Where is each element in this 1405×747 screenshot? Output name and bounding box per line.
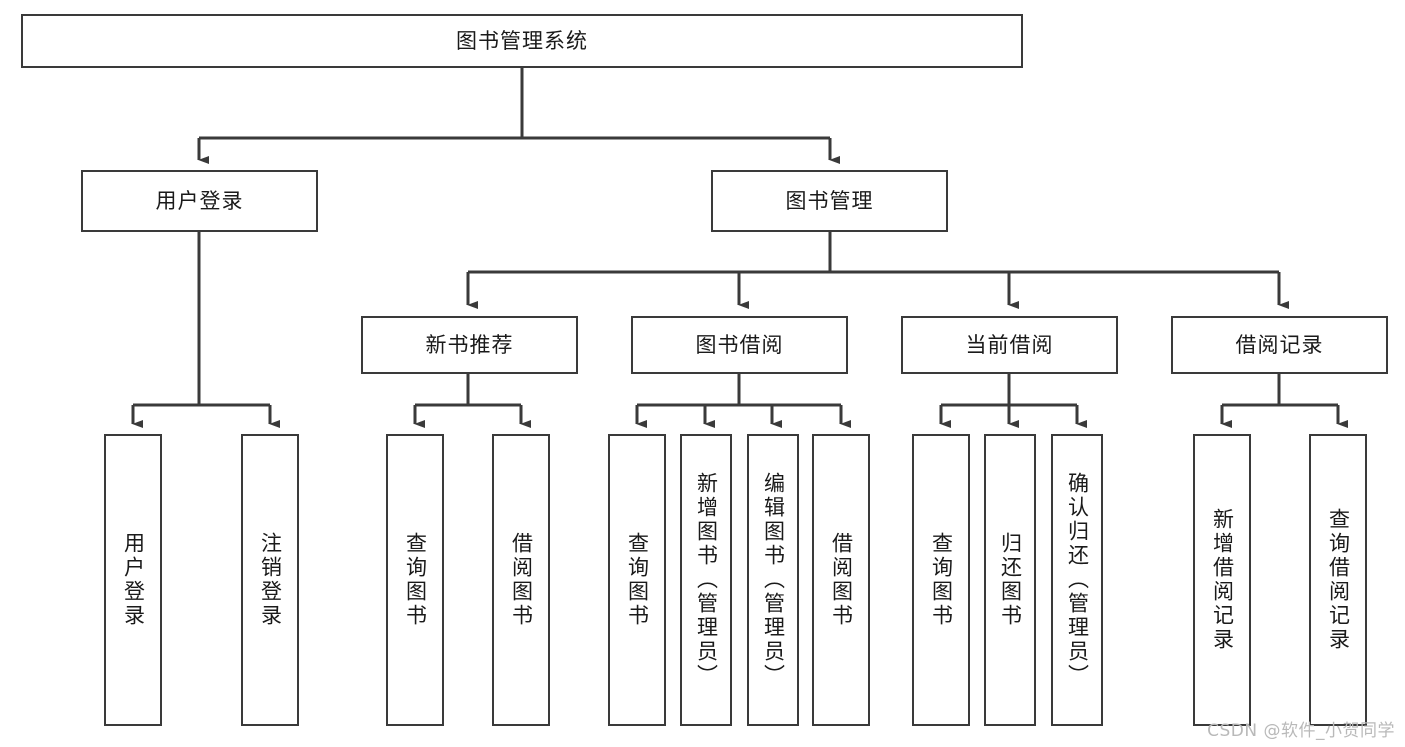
node-label: 借阅图书: [829, 532, 854, 628]
node-label: 新书推荐: [425, 332, 514, 357]
node-leaf-borrow-book-recommend[interactable]: 借阅图书: [492, 434, 550, 726]
node-label: 借阅记录: [1235, 332, 1324, 357]
node-leaf-user-login[interactable]: 用户登录: [104, 434, 162, 726]
node-label: 借阅图书: [509, 532, 534, 628]
node-borrow-record[interactable]: 借阅记录: [1171, 316, 1388, 374]
node-label: 查询图书: [625, 532, 650, 628]
node-label: 图书管理系统: [456, 28, 588, 53]
node-leaf-confirm-return-admin[interactable]: 确认归还（管理员）: [1051, 434, 1103, 726]
node-label: 查询图书: [403, 532, 428, 628]
node-leaf-return-book[interactable]: 归还图书: [984, 434, 1036, 726]
node-label: 查询图书: [929, 532, 954, 628]
node-root-book-management-system[interactable]: 图书管理系统: [21, 14, 1023, 68]
node-label: 归还图书: [998, 532, 1023, 628]
node-label: 编辑图书（管理员）: [761, 472, 786, 688]
node-leaf-query-book-recommend[interactable]: 查询图书: [386, 434, 444, 726]
node-label: 注销登录: [258, 532, 283, 628]
node-label: 查询借阅记录: [1326, 508, 1351, 652]
node-leaf-add-borrow-record[interactable]: 新增借阅记录: [1193, 434, 1251, 726]
node-leaf-edit-book-admin[interactable]: 编辑图书（管理员）: [747, 434, 799, 726]
node-label: 确认归还（管理员）: [1065, 472, 1090, 688]
node-current-borrow[interactable]: 当前借阅: [901, 316, 1118, 374]
node-label: 当前借阅: [965, 332, 1054, 357]
node-leaf-query-book-current[interactable]: 查询图书: [912, 434, 970, 726]
node-label: 用户登录: [155, 188, 244, 213]
node-book-management[interactable]: 图书管理: [711, 170, 948, 232]
node-label: 新增图书（管理员）: [694, 472, 719, 688]
node-book-borrow[interactable]: 图书借阅: [631, 316, 848, 374]
node-user-login[interactable]: 用户登录: [81, 170, 318, 232]
node-leaf-borrow-book[interactable]: 借阅图书: [812, 434, 870, 726]
node-leaf-query-book-borrow[interactable]: 查询图书: [608, 434, 666, 726]
node-label: 用户登录: [121, 532, 146, 628]
node-label: 新增借阅记录: [1210, 508, 1235, 652]
node-label: 图书借阅: [695, 332, 784, 357]
node-leaf-query-borrow-record[interactable]: 查询借阅记录: [1309, 434, 1367, 726]
node-leaf-logout[interactable]: 注销登录: [241, 434, 299, 726]
node-label: 图书管理: [785, 188, 874, 213]
csdn-watermark: CSDN @软件_小贺同学: [1207, 721, 1395, 741]
node-leaf-add-book-admin[interactable]: 新增图书（管理员）: [680, 434, 732, 726]
node-new-book-recommend[interactable]: 新书推荐: [361, 316, 578, 374]
